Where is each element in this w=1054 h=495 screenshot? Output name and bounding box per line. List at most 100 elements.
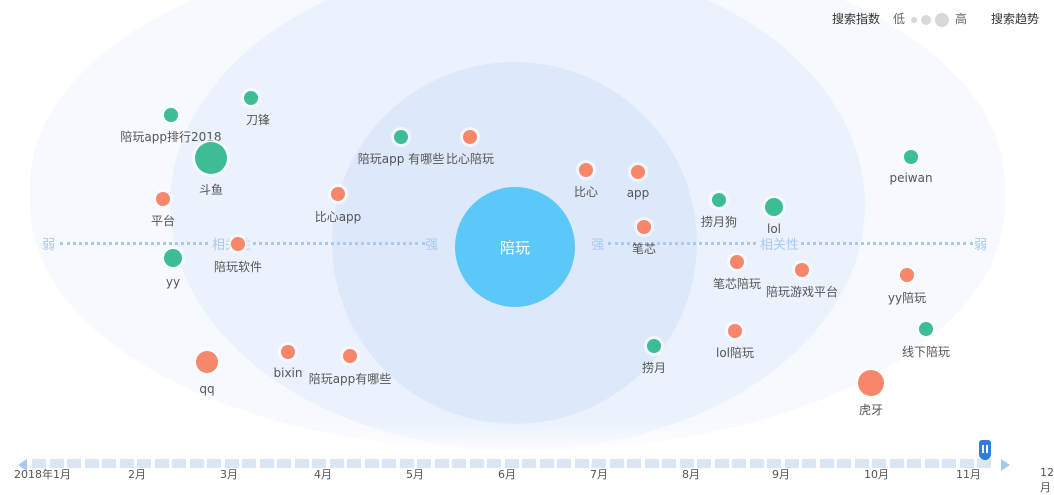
keyword-label[interactable]: app [626,186,650,200]
timeline-tick [592,459,606,468]
search-trend-button[interactable]: 搜索趋势 [991,12,1040,26]
keyword-label[interactable]: 比心app [314,210,362,224]
keyword-bubble[interactable] [164,108,178,122]
timeline-tick [207,459,221,468]
timeline-tick [574,459,589,468]
timeline-tick [679,459,694,468]
keyword-bubble[interactable] [579,163,593,177]
keyword-label[interactable]: bixin [273,366,303,380]
timeline-next-button[interactable] [1001,459,1010,471]
timeline-tick [154,459,169,468]
keyword-label[interactable]: 线下陪玩 [901,345,951,359]
axis-strong-left: 强 [425,238,439,253]
timeline-tick [924,459,939,468]
timeline-month-label: 4月 [314,468,332,481]
timeline-tick [714,459,729,468]
keyword-label[interactable]: peiwan [889,171,933,185]
timeline-tick [434,459,449,468]
keyword-label[interactable]: 比心陪玩 [445,152,495,166]
keyword-bubble[interactable] [343,349,357,363]
keyword-bubble[interactable] [900,268,914,282]
timeline-tick [67,459,81,468]
timeline-handle[interactable] [979,440,991,460]
keyword-bubble[interactable] [631,165,645,179]
timeline-prev-button[interactable] [18,459,27,471]
timeline-tick [452,459,466,468]
keyword-bubble[interactable] [281,345,295,359]
timeline-tick [784,459,799,468]
timeline-tick [102,459,116,468]
timeline-tick [312,459,326,468]
legend-dot-large [935,13,949,27]
timeline-tick [329,459,344,468]
keyword-label[interactable]: 斗鱼 [198,183,224,197]
timeline-tick [382,459,396,468]
timeline-tick [872,459,886,468]
keyword-bubble[interactable] [858,370,884,396]
keyword-label[interactable]: lol陪玩 [715,346,755,360]
keyword-bubble[interactable] [231,237,245,251]
keyword-label[interactable]: 陪玩app排行2018 [120,130,222,144]
legend-dot-small [911,17,917,23]
center-keyword-bubble[interactable]: 陪玩 [455,187,575,307]
timeline-tick [959,459,974,468]
keyword-label[interactable]: 陪玩app 有哪些 [357,152,445,166]
timeline-tick [294,459,309,468]
keyword-label[interactable]: 笔芯陪玩 [712,277,762,291]
center-keyword-label: 陪玩 [499,238,530,257]
keyword-bubble[interactable] [195,142,227,174]
keyword-label[interactable]: 陪玩软件 [213,260,263,274]
keyword-label[interactable]: yy陪玩 [887,291,927,305]
keyword-bubble[interactable] [904,150,918,164]
keyword-bubble[interactable] [712,193,726,207]
timeline-month-label: 3月 [220,468,238,481]
pause-handle-icon [982,445,984,453]
timeline-tick [907,459,921,468]
timeline-tick [84,459,99,468]
keyword-bubble[interactable] [394,130,408,144]
timeline-tick [504,459,519,468]
keyword-label[interactable]: 比心 [573,185,599,199]
timeline-tick [819,459,834,468]
keyword-label[interactable]: qq [199,382,215,396]
keyword-bubble[interactable] [765,198,783,216]
timeline-tick [522,459,536,468]
search-index-label: 搜索指数 [832,12,881,26]
keyword-bubble[interactable] [730,255,744,269]
keyword-bubble[interactable] [919,322,933,336]
keyword-bubble[interactable] [244,91,258,105]
keyword-label[interactable]: 捞月狗 [700,215,738,229]
timeline-tick [277,459,291,468]
keyword-label[interactable]: lol [766,222,782,236]
keyword-label[interactable]: yy [165,275,181,289]
keyword-label[interactable]: 捞月 [641,361,667,375]
timeline-tick [32,459,46,468]
timeline-tick [347,459,361,468]
keyword-bubble[interactable] [647,339,661,353]
timeline-tick [399,459,414,468]
timeline-month-label: 5月 [406,468,424,481]
keyword-bubble[interactable] [196,351,218,373]
timeline-tick [417,459,431,468]
timeline-tick [802,459,816,468]
keyword-label[interactable]: 刀锋 [245,113,271,127]
keyword-bubble[interactable] [795,263,809,277]
keyword-label[interactable]: 陪玩游戏平台 [765,285,839,299]
keyword-bubble[interactable] [728,324,742,338]
keyword-bubble[interactable] [156,192,170,206]
timeline-tick [837,459,851,468]
keyword-bubble[interactable] [164,249,182,267]
keyword-label[interactable]: 陪玩app有哪些 [308,372,392,386]
keyword-label[interactable]: 平台 [150,214,176,228]
timeline-tick [539,459,554,468]
keyword-bubble[interactable] [331,187,345,201]
timeline-track[interactable] [18,458,1010,472]
timeline-tick [49,459,64,468]
timeline-tick [889,459,904,468]
timeline-tick [119,459,134,468]
timeline-tick [487,459,501,468]
keyword-bubble[interactable] [637,220,651,234]
keyword-label[interactable]: 笔芯 [631,242,657,256]
keyword-bubble[interactable] [463,130,477,144]
keyword-label[interactable]: 虎牙 [858,403,884,417]
